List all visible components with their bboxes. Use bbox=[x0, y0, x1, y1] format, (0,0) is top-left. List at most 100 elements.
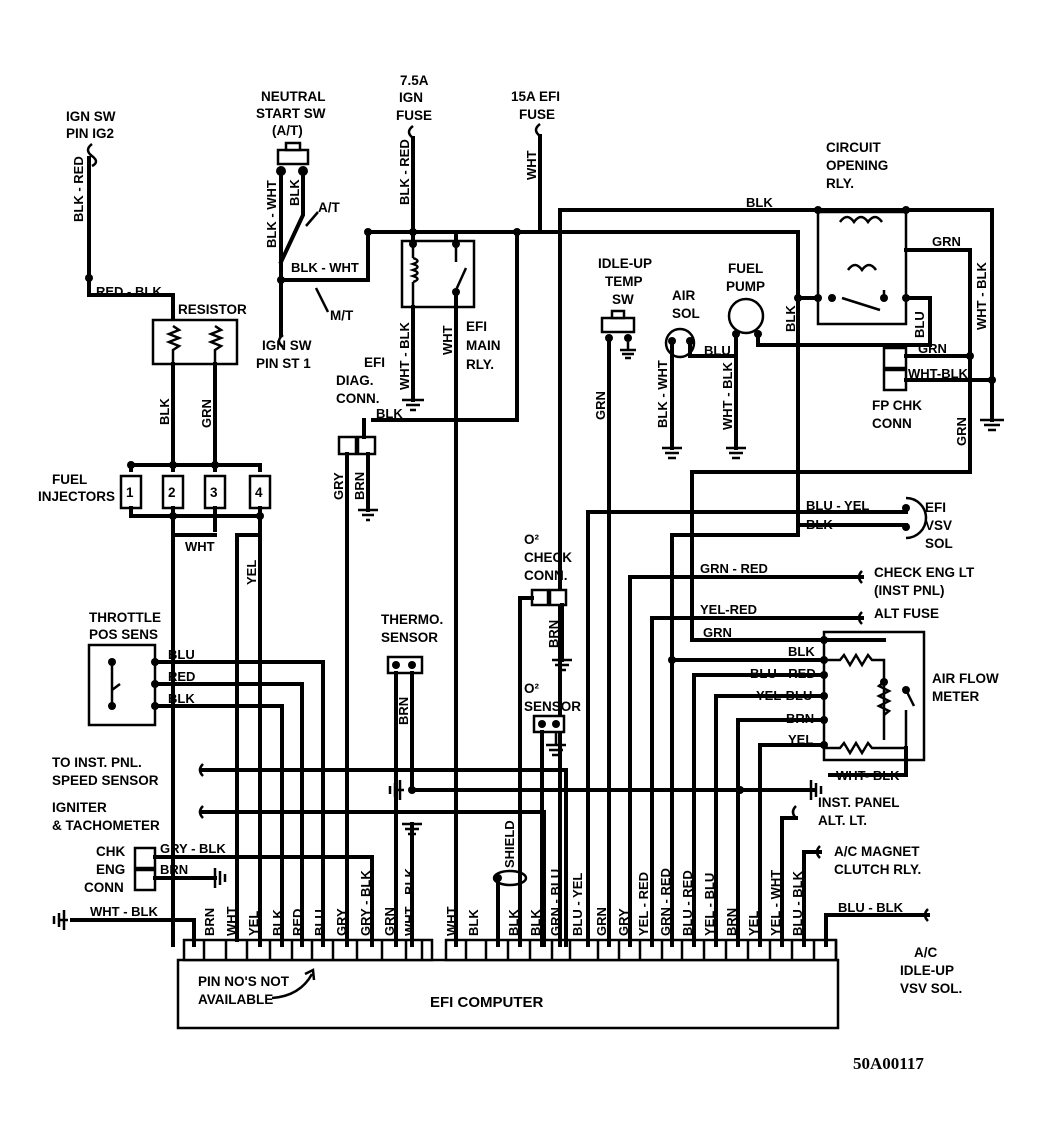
wire-relay-feed bbox=[411, 230, 458, 243]
wire-label-wht-inj: WHT bbox=[185, 539, 215, 554]
o2-check-label1: O² bbox=[524, 532, 540, 547]
reference-code: 50A00117 bbox=[853, 1054, 924, 1073]
check-eng-lt-label1: CHECK ENG LT bbox=[874, 565, 975, 580]
tps-term-1 bbox=[108, 658, 116, 666]
wire-o2-check bbox=[518, 596, 564, 947]
ac-idle-up-label2: IDLE-UP bbox=[900, 963, 954, 978]
cor-label1: CIRCUIT bbox=[826, 140, 881, 155]
splice-inj-2 bbox=[169, 461, 177, 469]
diag-conn-pin-2 bbox=[356, 435, 377, 456]
idle-up-label1: IDLE-UP bbox=[598, 256, 652, 271]
efi-main-rly-label2: MAIN bbox=[466, 338, 501, 353]
splice-fp-2 bbox=[988, 376, 996, 384]
injector-number-3: 3 bbox=[210, 485, 218, 500]
wire-air-sol bbox=[670, 339, 738, 450]
speed-sensor-break bbox=[198, 763, 204, 777]
wire-afm-inputs bbox=[670, 658, 826, 747]
wire-label-grn-red: GRN - RED bbox=[700, 561, 768, 576]
wire-label-wht-blk-gnd: WHT - BLK bbox=[90, 904, 158, 919]
resistor-box bbox=[151, 318, 239, 366]
afm-term-5 bbox=[820, 716, 828, 724]
wire-label-blk-vsv: BLK bbox=[806, 517, 833, 532]
wire-label-blk-wht-mt: BLK - WHT bbox=[291, 260, 359, 275]
fp-chk-conn-pin-2 bbox=[882, 368, 908, 392]
wire-yel-red bbox=[650, 616, 864, 947]
cor-term-5 bbox=[880, 294, 888, 302]
check-eng-break bbox=[857, 570, 863, 584]
pin-note-line2: AVAILABLE bbox=[198, 992, 273, 1007]
wire-label-red-blk: RED - BLK bbox=[96, 284, 162, 299]
wire-label-blu-pump: BLU bbox=[704, 343, 731, 358]
pin-note-line1: PIN NO'S NOT bbox=[198, 974, 290, 989]
thermo-term-1 bbox=[392, 661, 400, 669]
tps-term-2 bbox=[108, 702, 116, 710]
resistor-element-2 bbox=[207, 324, 225, 364]
fuel-pump-label1: FUEL bbox=[728, 261, 763, 276]
pin-note-arrow bbox=[271, 973, 314, 1000]
chk-eng-pin-1 bbox=[133, 846, 157, 870]
o2-sensor-label2: SENSOR bbox=[524, 699, 581, 714]
splice-ig2 bbox=[85, 274, 93, 282]
wire-label-brn-o2: BRN bbox=[546, 620, 561, 648]
idle-up-switch-body bbox=[600, 316, 636, 334]
fp-chk-conn-label2: CONN bbox=[872, 416, 912, 431]
ground-main-rly bbox=[402, 398, 424, 412]
diag-conn-pin-1 bbox=[337, 435, 358, 456]
wire-igniter bbox=[201, 810, 546, 947]
vsv-body bbox=[905, 496, 928, 540]
chk-eng-label1: CHK bbox=[96, 844, 125, 859]
ground-air-sol bbox=[662, 446, 682, 460]
speed-sensor-label1: TO INST. PNL. bbox=[52, 755, 142, 770]
chk-eng-label2: ENG bbox=[96, 862, 125, 877]
alt-lt-label1: INST. PANEL bbox=[818, 795, 900, 810]
vsv-label2: VSV bbox=[925, 518, 952, 533]
afm-term-6 bbox=[820, 741, 828, 749]
afm-resistor-3 bbox=[824, 689, 916, 756]
efi-fuse-label2: FUSE bbox=[519, 107, 555, 122]
wire-label-grn-right: GRN bbox=[954, 417, 969, 446]
pin-label: YEL bbox=[746, 911, 761, 936]
pin-label: WHT - BLK bbox=[402, 868, 417, 936]
idle-up-term-2 bbox=[624, 334, 632, 342]
alt-lt-label2: ALT. LT. bbox=[818, 813, 867, 828]
wire-yel-wht-alt bbox=[780, 816, 798, 947]
wire-label-yel-inj: YEL bbox=[244, 560, 259, 585]
wire-label-grn-cor: GRN bbox=[932, 234, 961, 249]
efi-main-rly-label1: EFI bbox=[466, 319, 487, 334]
fuel-pump-body bbox=[727, 297, 765, 335]
wire-fp-chk bbox=[904, 354, 994, 382]
thermo-sensor-body bbox=[386, 655, 424, 675]
vsv-term-2 bbox=[902, 523, 910, 531]
ground-left bbox=[52, 910, 68, 930]
wire-label-yel-red: YEL-RED bbox=[700, 602, 757, 617]
ign-sw-ig2-label2: PIN IG2 bbox=[66, 126, 114, 141]
injector-number-2: 2 bbox=[168, 485, 176, 500]
wire-grn-cor bbox=[690, 248, 972, 642]
ac-idle-up-label3: VSV SOL. bbox=[900, 981, 962, 996]
ground-o2-sensor bbox=[546, 732, 566, 757]
wire-label-blk-wht-air: BLK - WHT bbox=[655, 360, 670, 428]
cor-term-2 bbox=[902, 206, 910, 214]
fuel-injectors-label2: INJECTORS bbox=[38, 489, 115, 504]
fuel-injector-3: 3 bbox=[203, 474, 227, 510]
afm-term-7 bbox=[880, 678, 888, 686]
afm-label1: AIR FLOW bbox=[932, 671, 999, 686]
nss-label2: START SW bbox=[256, 106, 326, 121]
pin-label: GRN bbox=[594, 907, 609, 936]
pin-note-arrowhead bbox=[304, 968, 316, 981]
chk-eng-label3: CONN bbox=[84, 880, 124, 895]
diag-conn-label2: DIAG. bbox=[336, 373, 374, 388]
wire-wht-blk-gnd bbox=[70, 918, 196, 947]
pin-label: BLU - BLK bbox=[790, 870, 805, 936]
diag-conn-label1: EFI bbox=[364, 355, 385, 370]
wire-blk-top bbox=[558, 208, 994, 947]
ign-sw-ig2-break bbox=[86, 143, 98, 168]
efi-main-rly-label3: RLY. bbox=[466, 357, 494, 372]
wire-label-brn-diag: BRN bbox=[352, 472, 367, 500]
o2-check-label3: CONN. bbox=[524, 568, 568, 583]
o2-sensor-term-2 bbox=[552, 720, 560, 728]
wire-label-wht-efi: WHT bbox=[524, 150, 539, 180]
thermo-term-2 bbox=[408, 661, 416, 669]
shield-label: SHIELD bbox=[502, 820, 517, 868]
